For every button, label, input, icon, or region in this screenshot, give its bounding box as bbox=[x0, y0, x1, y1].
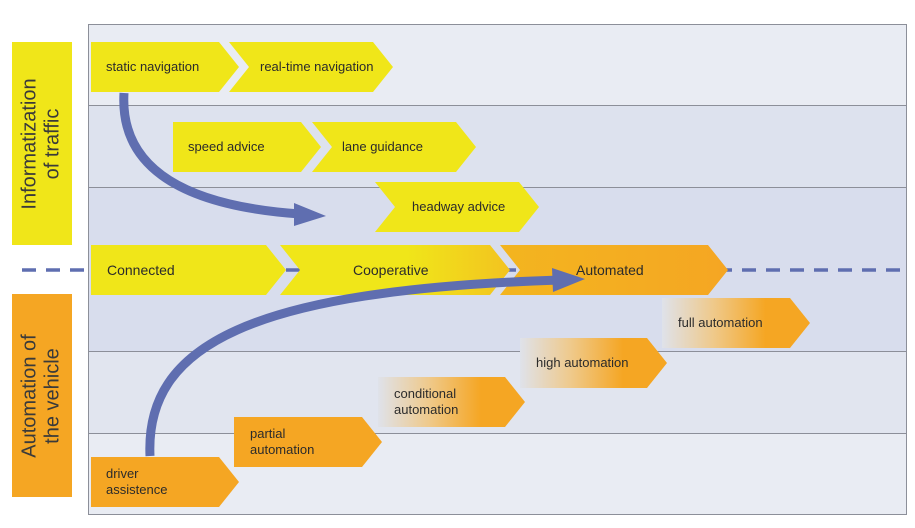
info-step-label: real-time navigation bbox=[260, 59, 374, 74]
stage-automated: Automated bbox=[500, 245, 728, 295]
stage-label: Connected bbox=[107, 262, 175, 278]
stage-label: Automated bbox=[576, 262, 644, 278]
level-full-automation: full automation bbox=[662, 298, 810, 348]
level-high-automation: high automation bbox=[520, 338, 667, 388]
side-label-automation-text: Automation of the vehicle bbox=[19, 333, 65, 458]
level-label: conditional automation bbox=[394, 386, 459, 417]
info-step-headway-advice: headway advice bbox=[375, 182, 539, 232]
level-label: full automation bbox=[678, 315, 763, 330]
stage-cooperative: Cooperative bbox=[280, 245, 510, 295]
info-step-lane-guidance: lane guidance bbox=[312, 122, 476, 172]
level-label: driver assistence bbox=[106, 466, 168, 497]
stage-connected: Connected bbox=[91, 245, 286, 295]
stage-label: Cooperative bbox=[353, 262, 429, 278]
info-step-real-time-navigation: real-time navigation bbox=[229, 42, 393, 92]
info-step-label: speed advice bbox=[188, 139, 265, 154]
level-partial-automation: partial automation bbox=[234, 417, 382, 467]
info-step-static-navigation: static navigation bbox=[91, 42, 239, 92]
level-label: partial automation bbox=[250, 426, 315, 457]
info-step-label: headway advice bbox=[412, 199, 506, 214]
info-step-label: lane guidance bbox=[342, 139, 423, 154]
info-step-speed-advice: speed advice bbox=[173, 122, 321, 172]
side-label-informatization: Informatization of traffic bbox=[12, 42, 72, 245]
level-label: high automation bbox=[536, 355, 629, 370]
info-step-label: static navigation bbox=[106, 59, 200, 74]
level-conditional-automation: conditional automation bbox=[378, 377, 525, 427]
level-driver-assistance: driver assistence bbox=[91, 457, 239, 507]
side-label-automation: Automation of the vehicle bbox=[12, 294, 72, 497]
side-label-informatization-text: Informatization of traffic bbox=[19, 77, 65, 210]
band-divider bbox=[89, 105, 906, 106]
